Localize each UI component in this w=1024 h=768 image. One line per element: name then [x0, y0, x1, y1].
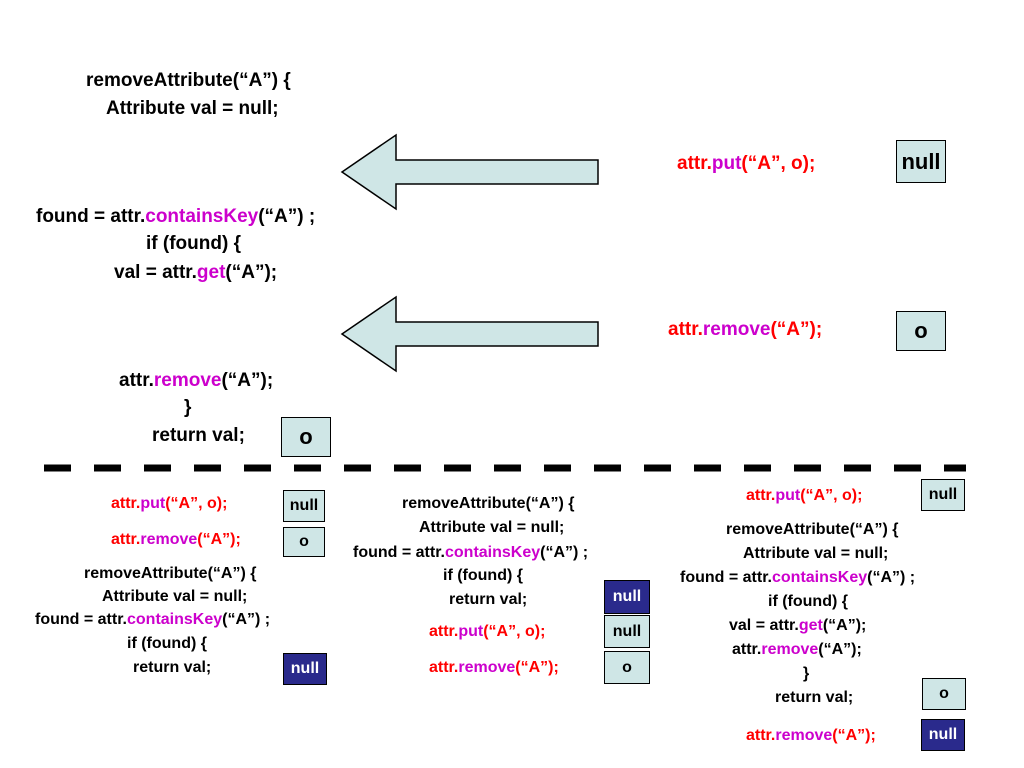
code-text: attr.	[429, 659, 459, 676]
code-text: (“A”, o);	[800, 487, 863, 504]
method-name: remove	[775, 727, 833, 744]
event-remove: attr.remove(“A”);	[111, 532, 241, 548]
code-line-return: return val;	[775, 689, 854, 706]
code-line-if-found: if (found) {	[127, 635, 207, 652]
event-put-result-box: null	[921, 479, 965, 511]
code-text: (“A”);	[221, 370, 274, 391]
code-text: (“A”);	[515, 659, 559, 676]
code-line-found: found = attr.containsKey(“A”) ;	[353, 545, 588, 561]
code-line-remove-attribute: removeAttribute(“A”) {	[726, 521, 899, 538]
code-line-return: return val;	[449, 591, 528, 608]
code-text: attr.	[119, 370, 154, 391]
method-name: remove	[153, 370, 222, 391]
code-line-close-brace: }	[184, 397, 192, 418]
method-name: remove	[140, 531, 198, 548]
event-put: attr.put(“A”, o);	[677, 154, 815, 173]
method-name: remove	[702, 319, 771, 340]
code-text: attr.	[429, 623, 459, 640]
code-line-val-init: Attribute val = null;	[419, 519, 565, 536]
code-line-val-init: Attribute val = null;	[743, 545, 889, 562]
code-line-if-found: if (found) {	[768, 593, 848, 610]
method-name: containsKey	[445, 544, 541, 561]
code-text: found = attr.	[36, 206, 146, 227]
code-line-found: found = attr.containsKey(“A”) ;	[680, 570, 915, 586]
code-line-found: found = attr.containsKey(“A”) ;	[35, 612, 270, 628]
code-text: (“A”);	[225, 262, 278, 283]
method-name: containsKey	[145, 206, 259, 227]
method-name: remove	[761, 641, 819, 658]
code-line-remove: attr.remove(“A”);	[119, 371, 273, 390]
return-value-box: o	[922, 678, 966, 710]
method-name: containsKey	[127, 611, 223, 628]
code-text: attr.	[746, 487, 776, 504]
code-text: attr.	[111, 495, 141, 512]
event-put: attr.put(“A”, o);	[429, 624, 545, 640]
code-text: (“A”) ;	[222, 611, 271, 628]
code-text: (“A”) ;	[867, 569, 916, 586]
code-text: (“A”);	[818, 641, 862, 658]
event-remove-result-box: o	[896, 311, 946, 351]
event-remove-result-box: o	[604, 651, 650, 684]
code-text: (“A”, o);	[165, 495, 228, 512]
code-line-remove: attr.remove(“A”);	[732, 642, 862, 658]
code-text: (“A”) ;	[258, 206, 316, 227]
code-text: (“A”) ;	[540, 544, 589, 561]
method-name: put	[711, 153, 742, 174]
code-text: found = attr.	[680, 569, 772, 586]
code-text: (“A”);	[822, 617, 867, 634]
code-line-if-found: if (found) {	[146, 233, 241, 254]
code-line-close-brace: }	[803, 665, 810, 682]
event-remove-result-box: o	[283, 527, 325, 557]
code-line-val-init: Attribute val = null;	[106, 98, 279, 119]
dashed-divider	[44, 464, 966, 472]
method-name: put	[140, 495, 166, 512]
code-line-return: return val;	[152, 425, 245, 446]
code-line-val-init: Attribute val = null;	[102, 588, 248, 605]
return-value-box: null	[283, 653, 327, 685]
event-remove: attr.remove(“A”);	[668, 320, 822, 339]
code-line-found: found = attr.containsKey(“A”) ;	[36, 207, 315, 226]
code-text: attr.	[677, 153, 712, 174]
event-put: attr.put(“A”, o);	[746, 488, 862, 504]
code-line-remove-attribute: removeAttribute(“A”) {	[86, 70, 291, 91]
left-arrow-icon	[340, 295, 599, 373]
code-text: (“A”, o);	[741, 153, 816, 174]
method-name: get	[196, 262, 226, 283]
method-name: containsKey	[772, 569, 868, 586]
code-line-remove-attribute: removeAttribute(“A”) {	[402, 495, 575, 512]
code-text: val = attr.	[729, 617, 799, 634]
return-value-box: null	[604, 580, 650, 614]
code-text: attr.	[111, 531, 141, 548]
code-text: attr.	[746, 727, 776, 744]
code-line-get: val = attr.get(“A”);	[114, 263, 277, 282]
event-put-result-box: null	[604, 615, 650, 648]
event-put-result-box: null	[283, 490, 325, 522]
method-name: get	[798, 617, 823, 634]
method-name: put	[775, 487, 801, 504]
code-text: (“A”);	[832, 727, 876, 744]
code-text: attr.	[732, 641, 762, 658]
code-line-if-found: if (found) {	[443, 567, 523, 584]
left-arrow-icon	[340, 133, 599, 211]
event-put-result-box: null	[896, 140, 946, 183]
code-text: (“A”);	[770, 319, 823, 340]
method-name: put	[458, 623, 484, 640]
code-text: (“A”, o);	[483, 623, 546, 640]
code-text: found = attr.	[35, 611, 127, 628]
code-text: found = attr.	[353, 544, 445, 561]
code-text: (“A”);	[197, 531, 241, 548]
return-value-box: o	[281, 417, 331, 457]
code-line-remove-attribute: removeAttribute(“A”) {	[84, 565, 257, 582]
event-remove: attr.remove(“A”);	[746, 728, 876, 744]
event-remove-result-box: null	[921, 719, 965, 751]
method-name: remove	[458, 659, 516, 676]
event-remove: attr.remove(“A”);	[429, 660, 559, 676]
code-text: attr.	[668, 319, 703, 340]
event-put: attr.put(“A”, o);	[111, 496, 227, 512]
code-line-get: val = attr.get(“A”);	[729, 618, 866, 634]
code-line-return: return val;	[133, 659, 212, 676]
code-text: val = attr.	[114, 262, 197, 283]
